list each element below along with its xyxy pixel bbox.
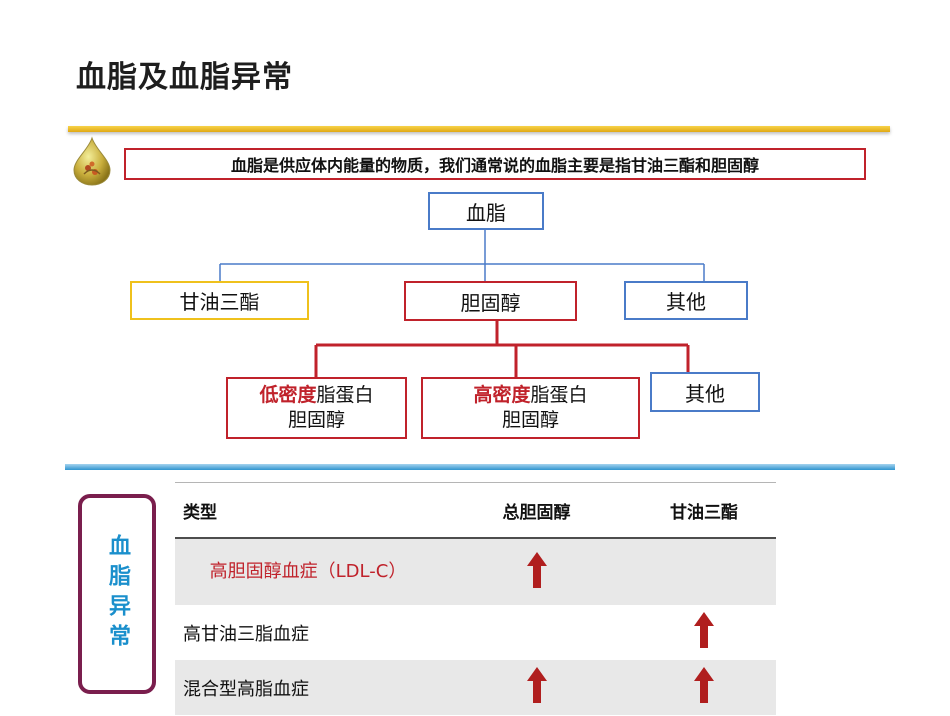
row-type: 高甘油三脂血症 (175, 605, 441, 660)
header-total-cholesterol: 总胆固醇 (441, 482, 632, 539)
table-header-row: 类型 总胆固醇 甘油三酯 (175, 482, 776, 539)
node-label: 胆固醇 (460, 290, 521, 315)
cell-triglyceride (632, 538, 776, 606)
hdl-highlight: 高密度 (473, 384, 531, 406)
section-divider (65, 464, 895, 470)
up-arrow-icon (694, 612, 714, 653)
node-label: 甘油三酯 (179, 290, 260, 314)
tree-connectors (219, 229, 705, 377)
node-label: 其他 (685, 381, 725, 406)
node-blood-lipid: 血脂 (428, 192, 544, 230)
up-arrow-icon (526, 551, 547, 593)
ldl-line2: 胆固醇 (287, 409, 345, 431)
row-type: 高胆固醇血症（LDL-C） (175, 538, 441, 606)
cell-triglyceride (632, 605, 776, 660)
dyslipidemia-label-box: 血脂异常 (78, 494, 156, 694)
node-other-lipoprotein: 其他 (650, 372, 760, 412)
ldl-rest: 脂蛋白 (316, 384, 374, 406)
up-arrow-icon (694, 667, 714, 708)
cell-total-cholesterol (441, 659, 632, 716)
title-divider (68, 126, 890, 132)
cell-triglyceride (632, 659, 776, 716)
row-type: 混合型高脂血症 (175, 659, 441, 716)
header-type: 类型 (175, 482, 441, 539)
hdl-rest: 脂蛋白 (530, 384, 588, 406)
node-cholesterol: 胆固醇 (404, 281, 577, 321)
subtitle-text: 血脂是供应体内能量的物质，我们通常说的血脂主要是指甘油三酯和胆固醇 (230, 156, 759, 175)
table-row: 高胆固醇血症（LDL-C） (175, 538, 776, 606)
node-hdl-cholesterol: 高密度脂蛋白 胆固醇 (421, 377, 640, 439)
cell-total-cholesterol (441, 605, 632, 660)
node-ldl-cholesterol: 低密度脂蛋白 胆固醇 (226, 377, 407, 439)
page-title: 血脂及血脂异常 (76, 60, 293, 95)
node-other: 其他 (624, 281, 748, 320)
table-row: 混合型高脂血症 (175, 659, 776, 716)
oil-drop-icon (68, 136, 116, 186)
dyslipidemia-label: 血脂异常 (105, 534, 130, 654)
subtitle-box: 血脂是供应体内能量的物质，我们通常说的血脂主要是指甘油三酯和胆固醇 (124, 148, 866, 180)
node-triglyceride: 甘油三酯 (130, 281, 309, 320)
node-label: 血脂 (466, 200, 506, 225)
dyslipidemia-table: 类型 总胆固醇 甘油三酯 高胆固醇血症（LDL-C） 高甘油三脂血症 (175, 482, 776, 716)
node-label: 其他 (666, 290, 706, 314)
hdl-line2: 胆固醇 (501, 409, 559, 431)
table-row: 高甘油三脂血症 (175, 605, 776, 660)
cell-total-cholesterol (441, 538, 632, 606)
up-arrow-icon (526, 667, 547, 708)
header-triglyceride: 甘油三酯 (632, 482, 776, 539)
ldl-highlight: 低密度 (259, 384, 317, 406)
